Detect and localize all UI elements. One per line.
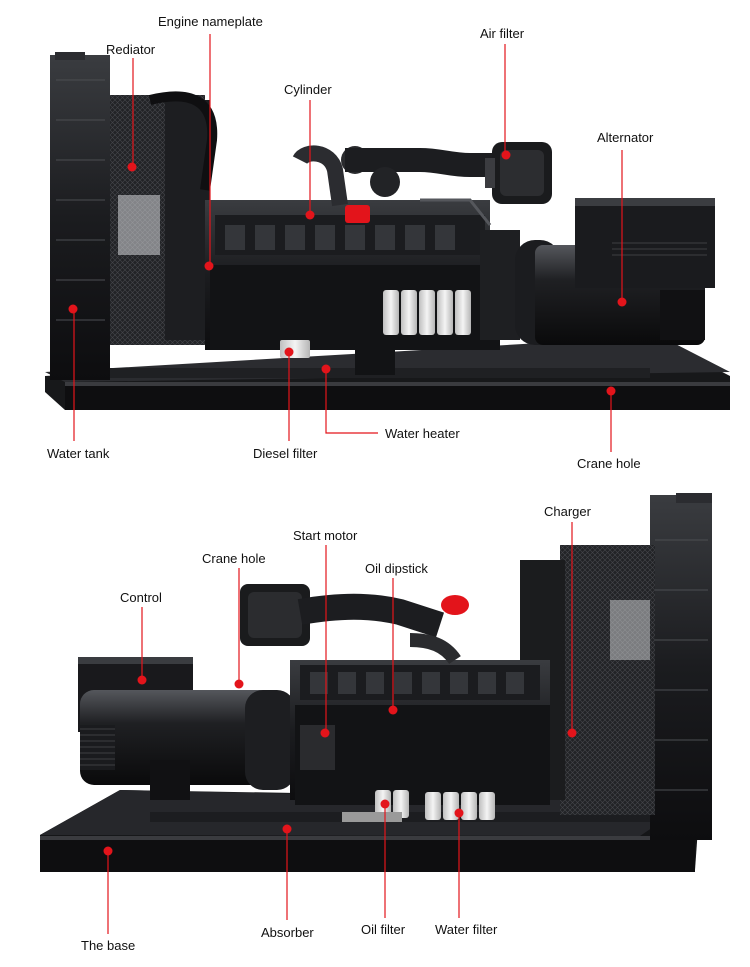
label-charger: Charger xyxy=(544,504,591,519)
top-radiator xyxy=(50,52,218,380)
label-rediator: Rediator xyxy=(106,42,156,57)
label-crane-hole-top: Crane hole xyxy=(577,456,641,471)
label-diesel-filter: Diesel filter xyxy=(253,446,318,461)
bottom-leaders xyxy=(107,522,573,934)
label-water-heater: Water heater xyxy=(385,426,460,441)
top-leaders xyxy=(73,34,623,452)
bottom-generator xyxy=(40,493,712,934)
bottom-engine xyxy=(290,660,550,822)
label-oil-filter: Oil filter xyxy=(361,922,406,937)
label-water-filter: Water filter xyxy=(435,922,498,937)
label-alternator: Alternator xyxy=(597,130,654,145)
label-the-base: The base xyxy=(81,938,136,953)
top-engine xyxy=(205,200,520,375)
label-cylinder: Cylinder xyxy=(284,82,332,97)
label-start-motor: Start motor xyxy=(293,528,358,543)
label-air-filter: Air filter xyxy=(480,26,525,41)
label-oil-dipstick: Oil dipstick xyxy=(365,561,428,576)
marker-air-filter xyxy=(501,150,511,160)
bottom-airfilter-turbo xyxy=(240,584,469,665)
label-crane-hole-bottom: Crane hole xyxy=(202,551,266,566)
top-air-filter-unit xyxy=(485,142,552,204)
marker-water-tank xyxy=(68,304,78,314)
bottom-alternator-unit xyxy=(78,657,295,800)
marker-engine-nameplate xyxy=(204,261,214,271)
top-generator xyxy=(45,34,730,452)
label-absorber: Absorber xyxy=(261,925,314,940)
marker-start-motor xyxy=(320,728,330,738)
top-turbo-pipes xyxy=(292,145,500,226)
top-alternator-unit xyxy=(515,198,715,345)
label-engine-nameplate: Engine nameplate xyxy=(158,14,263,29)
marker-rediator xyxy=(127,162,137,172)
bottom-base-frame xyxy=(40,790,700,872)
label-water-tank: Water tank xyxy=(47,446,110,461)
label-control: Control xyxy=(120,590,162,605)
